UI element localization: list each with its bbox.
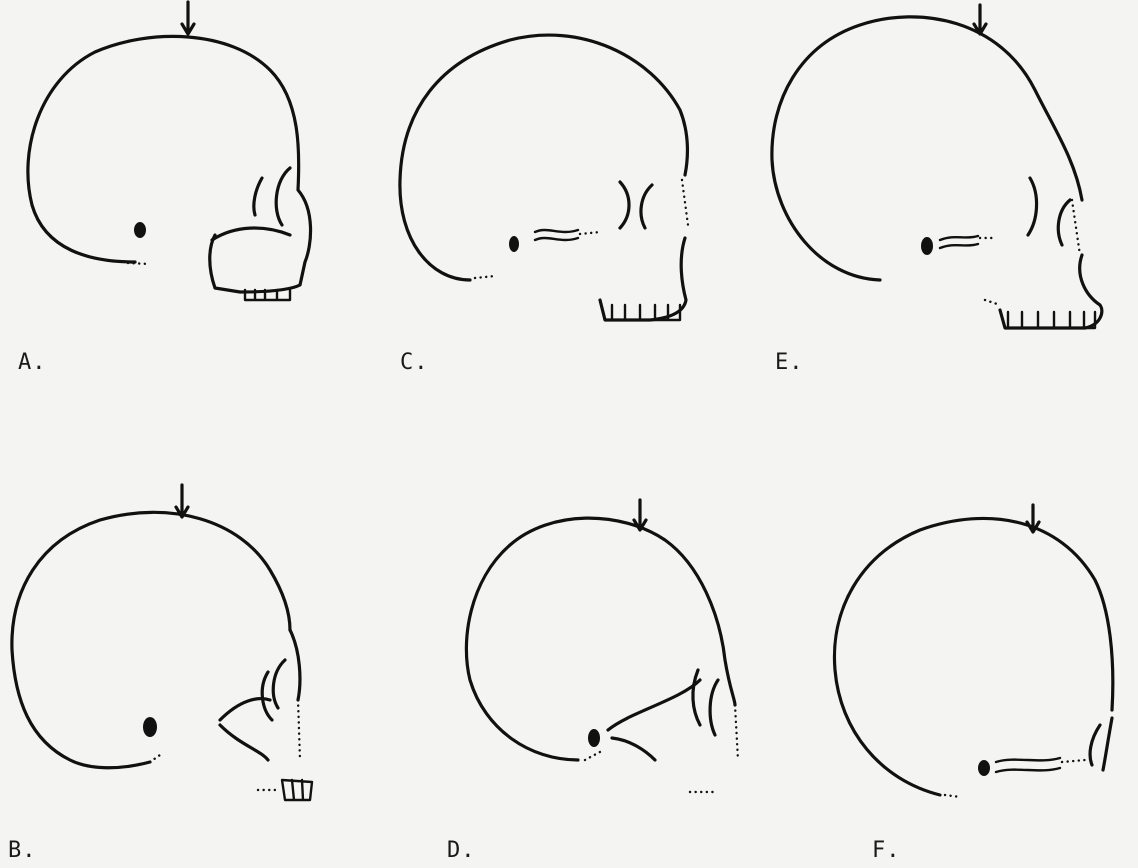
cranium-outline-f [834, 518, 1112, 795]
skull-a [28, 2, 311, 300]
orbit-dots-c [682, 180, 688, 225]
orbit-d [693, 670, 718, 735]
zygomatic-arch-a [212, 228, 290, 240]
cranium-outline-d [466, 518, 735, 760]
face-outline-b [290, 630, 300, 700]
orbit-f [1090, 725, 1100, 765]
ear-opening-d [588, 729, 600, 747]
orbit-b [262, 660, 285, 720]
orbit-dots-b [298, 700, 300, 760]
zygomatic-f [996, 758, 1060, 772]
orbit-e [1028, 178, 1070, 245]
panel-label-c: C. [400, 350, 429, 375]
orbit-c [620, 182, 652, 228]
occipital-dots-c [475, 276, 495, 278]
zygomatic-c [535, 230, 578, 240]
panel-label-a: A. [18, 350, 47, 375]
panel-label-d: D. [447, 838, 476, 863]
face-outline-e [1000, 255, 1102, 328]
face-outline-f [1103, 718, 1112, 770]
zygomatic-e [940, 236, 978, 248]
teeth-b [282, 780, 312, 800]
occipital-dots-b [150, 755, 160, 762]
teeth-e [1008, 312, 1095, 328]
panel-label-e: E. [775, 350, 804, 375]
zygomatic-dots-f [1062, 760, 1085, 762]
ear-opening-b [143, 717, 157, 737]
occipital-dots-d [585, 752, 600, 760]
panel-label-f: F. [872, 838, 901, 863]
zygomatic-b [220, 699, 270, 760]
occipital-dots-e [985, 300, 1000, 305]
occipital-dots-f [945, 795, 960, 797]
skull-f [834, 505, 1112, 797]
ear-opening-c [509, 236, 519, 252]
vertex-arrow-a [182, 2, 194, 34]
ear-opening-e [921, 237, 933, 255]
cranium-outline-a [28, 36, 311, 292]
vertex-arrow-e [974, 5, 986, 34]
ear-opening-f [978, 760, 990, 776]
skull-b [12, 485, 312, 800]
ear-opening-a [134, 222, 146, 238]
skull-d [466, 500, 738, 792]
orbit-a [254, 168, 290, 225]
skull-e [772, 5, 1102, 328]
panel-label-b: B. [8, 838, 37, 863]
zygomatic-dots-c [580, 232, 600, 234]
vertex-arrow-b [176, 485, 188, 517]
vertex-arrow-f [1027, 505, 1039, 532]
vertex-arrow-d [634, 500, 646, 530]
cranium-outline-c [400, 35, 688, 280]
orbit-dots-d [735, 705, 738, 760]
orbit-dots-e [1072, 200, 1080, 255]
zygomatic-d [608, 680, 700, 760]
teeth-c [612, 305, 680, 320]
